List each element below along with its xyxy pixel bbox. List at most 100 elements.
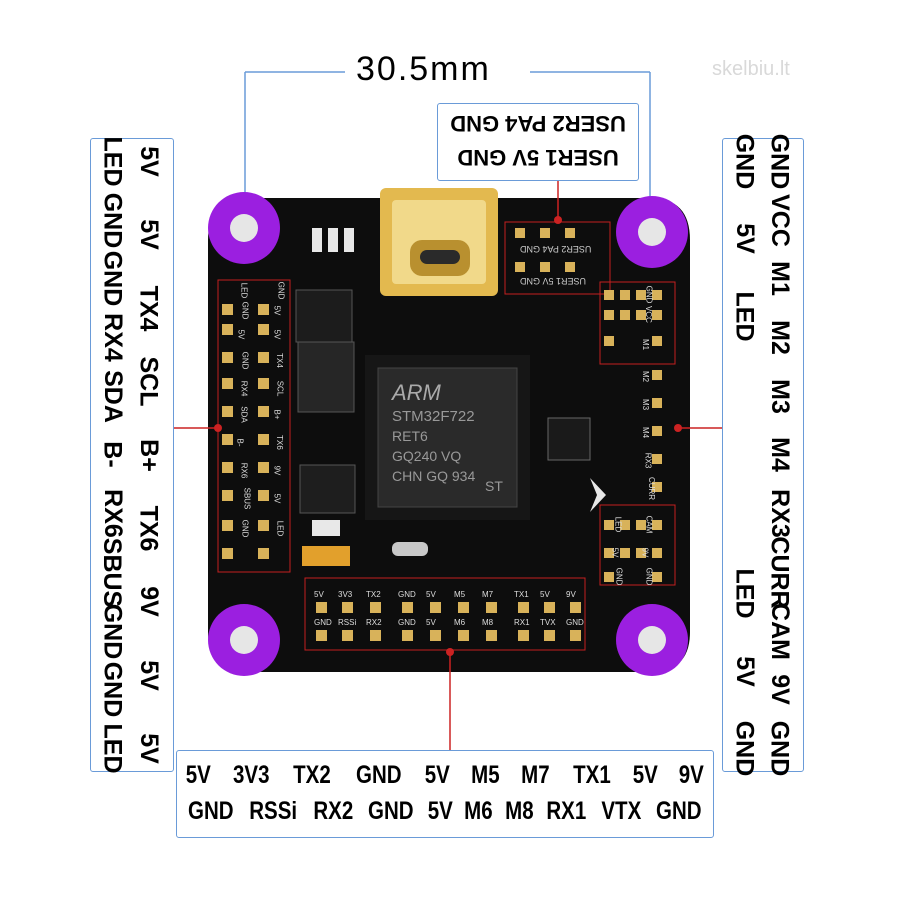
silk-left-pad-19: LED	[275, 520, 285, 537]
left-inner-2: TX4	[134, 285, 163, 332]
left-inner-7: 5V	[134, 659, 163, 691]
left-pads	[222, 304, 269, 559]
silk-left-pad-10: GND	[276, 281, 286, 300]
bottom-bot-3: GND	[368, 797, 414, 825]
silk-left-pad-14: SCL	[275, 380, 285, 397]
right-pads	[604, 290, 662, 582]
bottom-bot-7: RX1	[546, 797, 587, 825]
silk-left-pad-13: TX4	[274, 353, 284, 368]
right-outer-1: 5V	[730, 223, 759, 255]
silk-bottom-top-1: 3V3	[338, 590, 353, 599]
pointer-lines	[172, 180, 722, 750]
right-inner-0: GND	[765, 133, 794, 190]
callout-right: GND VCC M1 M2 M3 M4 RX3 CURR CAM 9V GND …	[722, 134, 804, 776]
left-inner-0: 5V	[134, 146, 163, 177]
silk-bottom-bot-0: GND	[314, 618, 332, 627]
silk-left-pad-9: GND	[240, 519, 250, 538]
bottom-top-1: 3V3	[233, 761, 270, 789]
mounting-holes	[208, 192, 688, 676]
silk-user2: USER2 PA4 GND	[520, 244, 592, 254]
callout-bottom-row-bottom: GND RSSi RX2 GND 5V M6 M8 RX1 VTX GND	[183, 797, 707, 826]
user-pads	[515, 228, 575, 272]
silk-bottom-top-0: 5V	[314, 590, 324, 599]
right-inner-5: M4	[765, 437, 794, 473]
silk-right-pad-4: M3	[641, 398, 651, 411]
usb-c-connector	[380, 188, 498, 296]
left-inner-3: SCL	[134, 356, 163, 407]
watermark: skelbiu.lt	[712, 58, 790, 80]
silk-left-pad-4: RX4	[239, 380, 249, 397]
bottom-top-7: TX1	[572, 761, 611, 789]
silk-bottom-bot-2: RX2	[366, 618, 382, 627]
right-inner-6: RX3	[765, 489, 794, 538]
silk-right-pad-3: M2	[641, 370, 651, 383]
bottom-top-9: 9V	[679, 761, 705, 789]
silk-right-pad-12: 5V	[610, 547, 620, 558]
right-outer-3: LED	[730, 568, 759, 619]
chip-line2: RET6	[392, 428, 428, 444]
silk-user1: USER1 5V GND	[520, 276, 587, 286]
silk-bottom-top-4: 5V	[426, 590, 436, 599]
silk-bottom-bot-9: GND	[566, 618, 584, 627]
right-inner-4: M3	[765, 378, 794, 414]
silk-right-pad-6: RX3	[643, 452, 653, 469]
silk-bottom-bot-1: RSSi	[338, 618, 357, 627]
silk-bottom-bot-6: M8	[482, 618, 494, 627]
right-inner-10: GND	[765, 720, 794, 777]
silk-bottom-top-5: M5	[454, 590, 466, 599]
left-outer-0: LED	[98, 136, 127, 187]
chip-model: STM32F722	[392, 408, 475, 425]
silk-right-pad-13: GND	[614, 567, 624, 586]
bottom-bot-1: RSSi	[249, 797, 298, 825]
bottom-pads	[316, 602, 581, 641]
bottom-bot-8: VTX	[601, 797, 642, 825]
silk-right-pad-9: 9V	[640, 547, 650, 558]
bottom-top-2: TX2	[293, 761, 331, 789]
left-inner-5: TX6	[134, 505, 163, 552]
silk-left-pad-5: SDA	[239, 406, 249, 423]
left-outer-7: SBUS	[98, 537, 127, 608]
mcu-chip	[365, 355, 530, 520]
left-outer-3: RX4	[98, 313, 127, 362]
right-inner-1: VCC	[765, 193, 794, 247]
left-inner-8: 5V	[134, 733, 163, 764]
silk-bottom-top-9: 9V	[566, 590, 576, 599]
silk-bottom-top-7: TX1	[514, 590, 529, 599]
silk-left-pad-8: SBUS	[242, 487, 252, 510]
silk-bottom-top-6: M7	[482, 590, 494, 599]
right-outer-4: 5V	[730, 655, 759, 687]
small-components	[295, 228, 606, 566]
right-inner-9: 9V	[765, 674, 794, 705]
silk-right-pad-1: VCC	[643, 306, 653, 323]
silk-left-pad-17: 9V	[272, 465, 282, 476]
right-outer-0: GND	[730, 133, 759, 190]
silk-left-pad-6: B-	[235, 438, 245, 447]
silk-bottom-bot-5: M6	[454, 618, 466, 627]
silk-right-pad-7: CURR	[647, 476, 657, 501]
callout-top-user: USER2 PA4 GND USER1 5V GND	[437, 103, 639, 181]
left-outer-10: LED	[98, 723, 127, 774]
silk-left-pad-1: GND	[240, 301, 250, 320]
silk-right-pad-2: M1	[641, 338, 651, 351]
left-outer-9: GND	[98, 661, 127, 718]
silk-bottom-bot-4: 5V	[426, 618, 436, 627]
right-outer-5: GND	[730, 720, 759, 777]
bottom-bot-6: M8	[504, 797, 534, 825]
bottom-bot-5: M6	[464, 797, 493, 825]
left-outer-4: SDA	[98, 369, 127, 423]
silk-left-pad-0: LED	[239, 282, 249, 299]
bottom-bot-0: GND	[188, 797, 234, 825]
left-inner-1: 5V	[134, 219, 163, 251]
bottom-bot-9: GND	[656, 797, 702, 825]
callout-left: 5V 5V TX4 SCL B+ TX6 9V 5V 5V LED GND GN…	[90, 137, 174, 774]
right-inner-7: CURR	[765, 536, 794, 609]
silk-bottom-bot-8: TVX	[540, 618, 556, 627]
left-outer-2: GND	[98, 251, 127, 307]
bottom-top-4: 5V	[424, 761, 450, 789]
st-logo-icon: ST	[485, 478, 503, 494]
left-outer-8: GND	[98, 603, 127, 659]
left-inner-4: B+	[134, 438, 163, 472]
callout-left-outer: LED GND GND RX4 SDA B- RX6 SBUS GND GND …	[95, 137, 129, 774]
